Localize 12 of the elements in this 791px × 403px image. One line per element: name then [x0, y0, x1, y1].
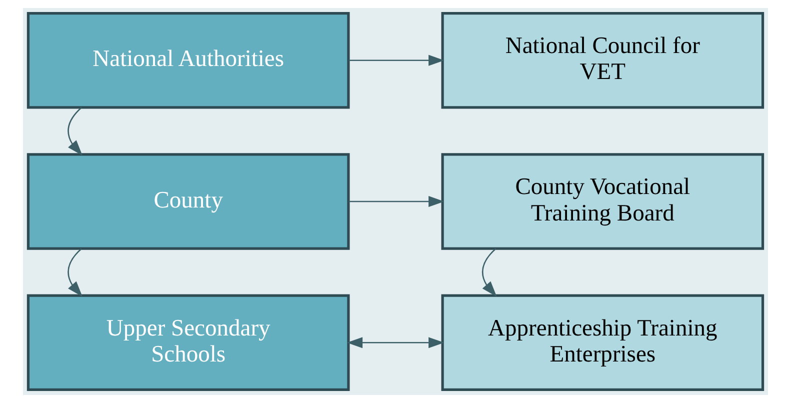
node-box: County — [26, 153, 350, 250]
node-box: National Council for VET — [441, 12, 764, 109]
arrow — [482, 248, 497, 297]
arrow — [348, 54, 444, 66]
node-box: National Authorities — [26, 12, 350, 109]
arrow — [68, 107, 82, 156]
node-box: County Vocational Training Board — [441, 153, 764, 250]
arrow — [348, 196, 444, 207]
node-box: Apprenticeship Training Enterprises — [441, 294, 764, 392]
arrow — [346, 337, 444, 348]
arrow — [68, 248, 82, 297]
node-box: Upper Secondary Schools — [26, 294, 350, 392]
